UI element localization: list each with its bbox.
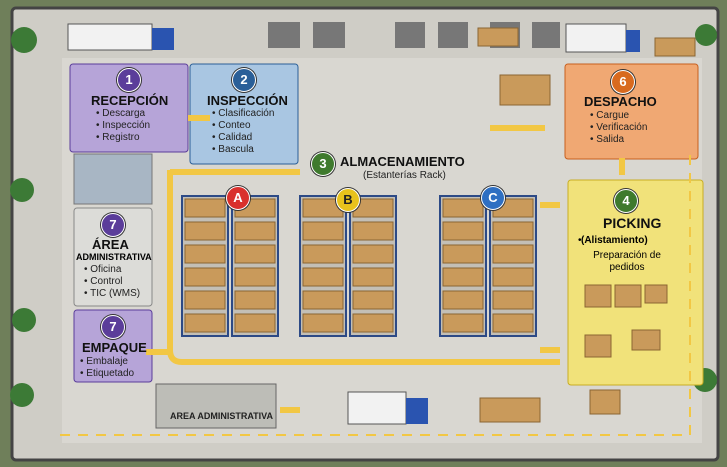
badge-empaque: 7 xyxy=(101,315,125,339)
rack-shelf-boxes xyxy=(184,221,226,241)
rack-shelf-boxes xyxy=(302,221,344,241)
rack-shelf-boxes xyxy=(352,244,394,264)
subtitle-almacenamiento: (Estanterías Rack) xyxy=(363,170,446,181)
rack-shelf-boxes xyxy=(442,244,484,264)
list-item: Etiquetado xyxy=(80,368,134,380)
rack-shelf-boxes xyxy=(184,244,226,264)
list-area: Oficina Control TIC (WMS) xyxy=(84,264,140,300)
rack-a-badge: A xyxy=(226,186,250,210)
rack-frame xyxy=(181,195,229,337)
rack-shelf-boxes xyxy=(302,313,344,333)
rack-shelf-boxes xyxy=(492,290,534,310)
tree-left-4 xyxy=(10,383,34,407)
rack-shelf-boxes xyxy=(184,267,226,287)
list-recepcion: Descarga Inspección Registro xyxy=(96,108,150,144)
title-empaque: EMPAQUE xyxy=(82,340,147,355)
zone-picking-bg xyxy=(567,179,704,386)
rack-shelf-boxes xyxy=(442,198,484,218)
picking-boxes xyxy=(584,284,668,358)
title-despacho: DESPACHO xyxy=(584,94,657,109)
rack-shelf-boxes xyxy=(184,198,226,218)
dock-boxes xyxy=(477,27,696,423)
office-equipment xyxy=(73,153,153,205)
rack-shelf-boxes xyxy=(302,267,344,287)
badge-recepcion: 1 xyxy=(117,68,141,92)
badge-picking: 4 xyxy=(614,189,638,213)
list-item: Oficina xyxy=(84,264,140,276)
title-recepcion: RECEPCIÓN xyxy=(91,93,169,108)
list-item: Control xyxy=(84,276,140,288)
rack-frame xyxy=(489,195,537,337)
rack-shelf-boxes xyxy=(234,244,276,264)
rack-c-badge: C xyxy=(481,186,505,210)
tree-left-3 xyxy=(12,308,36,332)
list-item: Verificación xyxy=(590,122,647,134)
truck-top-left xyxy=(67,23,174,51)
list-item: Embalaje xyxy=(80,356,134,368)
tree-left-1 xyxy=(11,27,37,53)
rack-shelf-boxes xyxy=(234,221,276,241)
rack-shelf-boxes xyxy=(442,290,484,310)
list-item: Bascula xyxy=(212,144,274,156)
rack-frame xyxy=(231,195,279,337)
list-item: Registro xyxy=(96,132,150,144)
bullet-picking: • xyxy=(578,235,582,246)
list-despacho: Cargue Verificación Salida xyxy=(590,110,647,146)
rack-shelf-boxes xyxy=(352,221,394,241)
rack-shelf-boxes xyxy=(352,290,394,310)
tree-left-2 xyxy=(10,178,34,202)
racks-group xyxy=(181,195,537,337)
rack-shelf-boxes xyxy=(234,290,276,310)
list-item: Calidad xyxy=(212,132,274,144)
list-empaque: Embalaje Etiquetado xyxy=(80,356,134,380)
rack-shelf-boxes xyxy=(184,313,226,333)
item-picking: Preparación de pedidos xyxy=(593,250,661,273)
list-item: Cargue xyxy=(590,110,647,122)
rack-b-badge: B xyxy=(336,188,360,212)
rack-frame xyxy=(299,195,347,337)
list-item: TIC (WMS) xyxy=(84,288,140,300)
list-inspeccion: Clasificación Conteo Calidad Bascula xyxy=(212,108,274,156)
title-area: ÁREA xyxy=(92,237,129,252)
rack-shelf-boxes xyxy=(184,290,226,310)
list-item: Conteo xyxy=(212,120,274,132)
flow-path-main xyxy=(167,170,560,365)
rack-shelf-boxes xyxy=(302,290,344,310)
list-item: Clasificación xyxy=(212,108,274,120)
badge-almacenamiento: 3 xyxy=(311,152,335,176)
badge-inspeccion: 2 xyxy=(232,68,256,92)
rack-frame xyxy=(349,195,397,337)
truck-bottom xyxy=(347,391,428,425)
rack-shelf-boxes xyxy=(352,313,394,333)
rack-shelf-boxes xyxy=(352,267,394,287)
rack-shelf-boxes xyxy=(234,313,276,333)
tree-right-1 xyxy=(695,24,717,46)
title-inspeccion: INSPECCIÓN xyxy=(207,93,288,108)
rack-frame xyxy=(439,195,487,337)
rack-shelf-boxes xyxy=(442,221,484,241)
rack-shelf-boxes xyxy=(442,313,484,333)
bottom-admin-label: AREA ADMINISTRATIVA xyxy=(170,411,273,421)
rack-shelf-boxes xyxy=(302,244,344,264)
outer-dashed-route xyxy=(60,150,691,436)
list-item: Inspección xyxy=(96,120,150,132)
rack-shelf-boxes xyxy=(492,244,534,264)
title-picking: PICKING xyxy=(603,215,662,231)
rack-shelf-boxes xyxy=(442,267,484,287)
rack-shelf-boxes xyxy=(234,267,276,287)
list-item: Salida xyxy=(590,134,647,146)
list-item: Descarga xyxy=(96,108,150,120)
title-almacenamiento: ALMACENAMIENTO xyxy=(340,154,465,169)
rack-shelf-boxes xyxy=(492,221,534,241)
truck-top-right xyxy=(565,23,640,53)
rack-shelf-boxes xyxy=(492,313,534,333)
rack-shelf-boxes xyxy=(492,267,534,287)
subtitle-area: ADMINISTRATIVA xyxy=(76,252,152,262)
subtitle-picking: (Alistamiento) xyxy=(581,235,648,246)
bottom-admin-bg xyxy=(155,383,277,429)
badge-area: 7 xyxy=(101,213,125,237)
badge-despacho: 6 xyxy=(611,70,635,94)
